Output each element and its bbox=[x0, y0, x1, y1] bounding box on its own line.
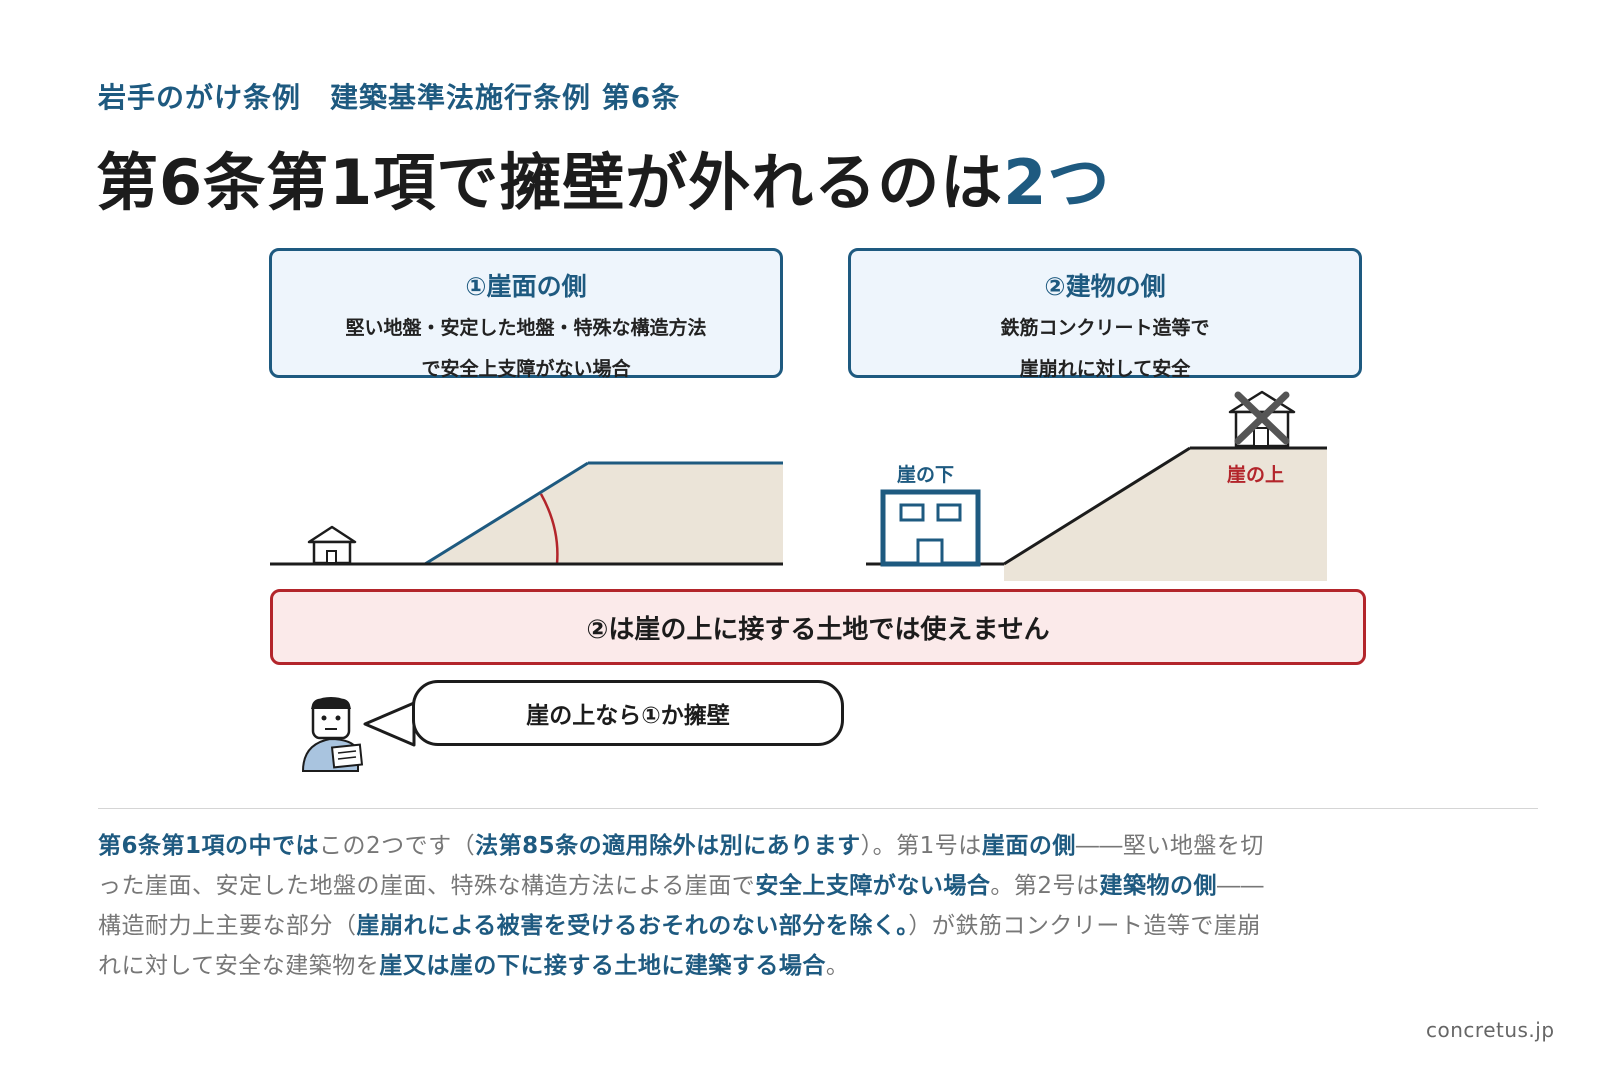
text: ――構造耐力上主要な部分（ bbox=[98, 873, 1264, 939]
angle-arc bbox=[539, 493, 559, 565]
divider bbox=[98, 808, 1538, 809]
speech-bubble: 崖の上なら①か擁壁 bbox=[412, 680, 844, 746]
card-line: 鉄筋コンクリート造等で bbox=[1000, 317, 1210, 339]
card-title: ①崖面の側 bbox=[465, 272, 587, 301]
text: ）が鉄筋コンクリート造等で崖崩れに対して安全な建築物を bbox=[98, 913, 1261, 979]
text: 。第2号は bbox=[990, 873, 1100, 899]
left-slope-figure bbox=[270, 461, 783, 566]
body-paragraph: 第6条第1項の中ではこの2つです（法第85条の適用除外は別にあります）。第1号は… bbox=[98, 826, 1278, 986]
slope-line bbox=[424, 461, 589, 566]
label-below-cliff: 崖の下 bbox=[897, 464, 955, 486]
emphasis: 崖面の側 bbox=[981, 833, 1076, 859]
emphasis: 安全上支障がない場合 bbox=[755, 873, 991, 899]
source-credit: concretus.jp bbox=[1426, 1018, 1555, 1042]
emphasis: 崖崩れによる被害を受けるおそれのない部分を除く。 bbox=[356, 913, 909, 939]
emphasis: 崖又は崖の下に接する土地に建築する場合 bbox=[379, 953, 826, 979]
card-title: ②建物の側 bbox=[1044, 272, 1166, 301]
emphasis: 第6条第1項の中では bbox=[98, 833, 320, 859]
crossed-house-icon bbox=[1228, 390, 1296, 448]
card-building-side: ②建物の側 鉄筋コンクリート造等で 崖崩れに対して安全 bbox=[848, 248, 1362, 380]
emphasis: 建築物の側 bbox=[1099, 873, 1217, 899]
person-icon bbox=[301, 697, 364, 772]
cross-mark bbox=[1234, 391, 1290, 445]
warning-banner: ②は崖の上に接する土地では使えません bbox=[270, 589, 1366, 665]
card-line: 堅い地盤・安定した地盤・特殊な構造方法 bbox=[345, 317, 707, 339]
page-title: 第6条第1項で擁壁が外れるのは2つ bbox=[96, 132, 1110, 222]
card-cliff-side: ①崖面の側 堅い地盤・安定した地盤・特殊な構造方法 で安全上支障がない場合 bbox=[269, 248, 783, 380]
text: ――堅い地盤を切った崖面、安定した地盤の崖面、特殊な構造方法による崖面で bbox=[98, 833, 1264, 899]
text: ）。第1号は bbox=[860, 833, 982, 859]
speech-tail bbox=[363, 701, 416, 747]
right-cliff-figure bbox=[866, 390, 1327, 581]
title-accent: 2つ bbox=[1003, 146, 1111, 219]
building-icon bbox=[880, 489, 981, 567]
slope-line bbox=[1003, 446, 1191, 566]
title-main: 第6条第1項で擁壁が外れるのは bbox=[96, 146, 1004, 219]
emphasis: 法第85条の適用除外は別にあります bbox=[475, 833, 861, 859]
text: この2つです（ bbox=[319, 833, 476, 859]
label-above-cliff: 崖の上 bbox=[1227, 464, 1285, 486]
subtitle: 岩手のがけ条例 建築基準法施行条例 第6条 bbox=[98, 81, 681, 114]
soil-area bbox=[425, 463, 783, 564]
card-line: で安全上支障がない場合 bbox=[421, 358, 631, 380]
text: 。 bbox=[825, 953, 850, 979]
soil-area bbox=[1004, 448, 1327, 581]
card-line: 崖崩れに対して安全 bbox=[1019, 358, 1191, 380]
house-icon bbox=[307, 525, 357, 565]
